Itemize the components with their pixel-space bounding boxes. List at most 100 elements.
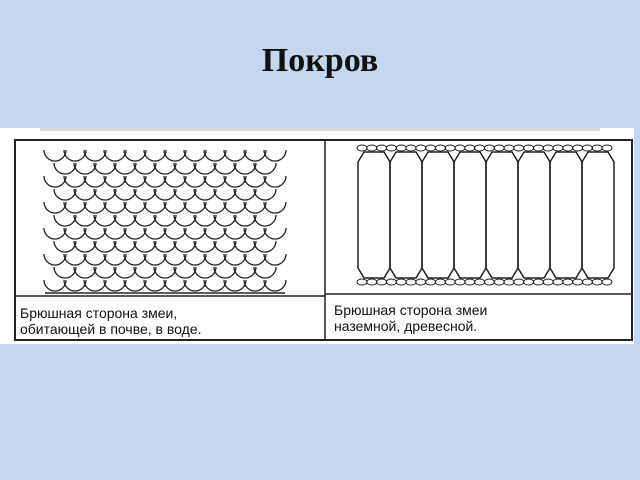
scale xyxy=(143,227,167,240)
lateral-scale xyxy=(562,144,574,152)
scale xyxy=(103,279,127,292)
scale xyxy=(233,188,257,201)
scale xyxy=(103,175,127,188)
scale xyxy=(213,240,237,253)
lateral-scale xyxy=(376,278,388,286)
scale xyxy=(223,201,247,214)
scale xyxy=(93,240,117,253)
ventral-scute xyxy=(421,151,455,279)
scale xyxy=(123,149,147,162)
scale xyxy=(143,175,167,188)
scale xyxy=(263,201,287,214)
scale xyxy=(243,253,267,266)
scale xyxy=(163,149,187,162)
scale xyxy=(233,162,257,175)
lateral-scale xyxy=(464,278,476,286)
scale xyxy=(253,240,277,253)
lateral-scale xyxy=(483,278,495,286)
scale xyxy=(63,253,87,266)
scale xyxy=(223,253,247,266)
lateral-scale xyxy=(493,144,505,152)
right-caption-line2: наземной, древесной. xyxy=(334,318,478,334)
scale xyxy=(83,227,107,240)
scale xyxy=(153,188,177,201)
scale xyxy=(143,201,167,214)
lateral-scale xyxy=(395,278,407,286)
scale xyxy=(133,240,157,253)
scale xyxy=(73,240,97,253)
ventral-scutes-pattern xyxy=(356,144,615,286)
lateral-scale xyxy=(601,278,613,286)
scale xyxy=(93,162,117,175)
ventral-scute xyxy=(517,151,551,279)
scale xyxy=(223,175,247,188)
scale xyxy=(203,253,227,266)
scale xyxy=(43,253,67,266)
scale xyxy=(243,279,267,292)
scale xyxy=(123,201,147,214)
scale xyxy=(193,266,217,279)
scale xyxy=(143,253,167,266)
scale xyxy=(113,162,137,175)
scale xyxy=(163,175,187,188)
scale xyxy=(213,214,237,227)
lateral-scale xyxy=(552,144,564,152)
lateral-scale xyxy=(581,278,593,286)
scale xyxy=(53,240,77,253)
scale xyxy=(153,162,177,175)
lateral-scale xyxy=(366,278,378,286)
small-scales-pattern xyxy=(43,149,287,292)
left-caption: Брюшная сторона змеи, обитающей в почве,… xyxy=(20,305,315,337)
lateral-scale xyxy=(454,144,466,152)
lateral-scale xyxy=(483,144,495,152)
lateral-scale xyxy=(601,144,613,152)
lateral-scale xyxy=(415,278,427,286)
scale xyxy=(203,227,227,240)
scale xyxy=(83,253,107,266)
scale xyxy=(53,162,77,175)
cropped-text-line xyxy=(40,128,600,131)
scale xyxy=(153,214,177,227)
lateral-scale xyxy=(581,144,593,152)
scale xyxy=(63,201,87,214)
lateral-scale xyxy=(532,144,544,152)
scale xyxy=(183,279,207,292)
ventral-scute xyxy=(389,151,423,279)
scale xyxy=(123,253,147,266)
right-caption: Брюшная сторона змеи наземной, древесной… xyxy=(334,302,624,334)
lateral-scale xyxy=(552,278,564,286)
scale xyxy=(193,188,217,201)
lateral-scale xyxy=(591,144,603,152)
scale xyxy=(193,214,217,227)
lateral-scale xyxy=(434,144,446,152)
lateral-scale xyxy=(444,278,456,286)
lateral-scale xyxy=(503,144,515,152)
snake-scales-figure: Брюшная сторона змеи, обитающей в почве,… xyxy=(0,128,634,344)
scale xyxy=(173,214,197,227)
lateral-scale xyxy=(376,144,388,152)
scale xyxy=(63,279,87,292)
scale xyxy=(53,266,77,279)
scale xyxy=(63,227,87,240)
scale xyxy=(103,227,127,240)
scale xyxy=(113,266,137,279)
scale xyxy=(193,240,217,253)
scale xyxy=(83,279,107,292)
lateral-scale xyxy=(415,144,427,152)
scale xyxy=(103,201,127,214)
lateral-scale xyxy=(425,144,437,152)
scale xyxy=(183,175,207,188)
scale xyxy=(173,188,197,201)
scale xyxy=(73,214,97,227)
lateral-scale xyxy=(562,278,574,286)
scale xyxy=(203,201,227,214)
scale xyxy=(43,201,67,214)
scale xyxy=(213,162,237,175)
scale xyxy=(183,149,207,162)
lateral-scale xyxy=(356,278,368,286)
scale xyxy=(173,240,197,253)
lateral-scale xyxy=(572,278,584,286)
scale xyxy=(223,149,247,162)
lateral-scale xyxy=(434,278,446,286)
lateral-scale xyxy=(523,278,535,286)
